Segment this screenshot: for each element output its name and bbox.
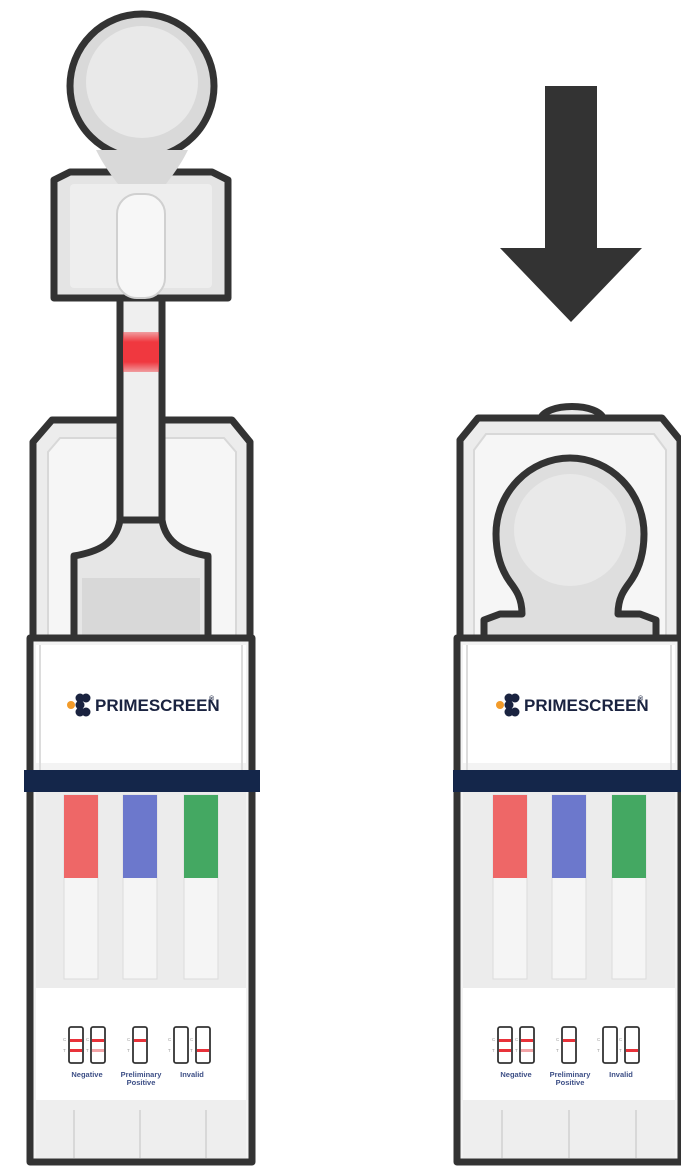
legend-positive: Positive [127, 1078, 156, 1087]
left-cup-device: PRIMESCREEN ® C T C T [24, 10, 260, 1166]
svg-text:T: T [556, 1048, 559, 1053]
legend-invalid: Invalid [180, 1070, 204, 1079]
left-brand-logo: PRIMESCREEN ® [67, 693, 220, 717]
svg-text:C: C [127, 1037, 131, 1042]
right-test-strips [492, 794, 647, 980]
registered-mark: ® [638, 695, 644, 703]
legend-negative: Negative [71, 1070, 102, 1079]
right-cup-device: PRIMESCREEN ® C T C T [453, 403, 681, 1166]
svg-text:C: C [492, 1037, 496, 1042]
legend-positive: Positive [556, 1078, 585, 1087]
sample-indicator [123, 332, 159, 372]
right-label-band [453, 770, 681, 792]
svg-text:C: C [597, 1037, 601, 1042]
left-label-band [24, 770, 260, 792]
brand-name: PRIMESCREEN [95, 696, 220, 715]
svg-text:C: C [86, 1037, 90, 1042]
brand-name: PRIMESCREEN [524, 696, 649, 715]
right-result-legend: C T C T C T C T C T Negative Preliminary… [492, 1026, 640, 1087]
legend-preliminary: Preliminary [550, 1070, 592, 1079]
registered-mark: ® [209, 695, 215, 703]
left-test-strips [63, 794, 219, 980]
svg-text:C: C [515, 1037, 519, 1042]
right-brand-logo: PRIMESCREEN ® [496, 693, 649, 717]
svg-text:C: C [63, 1037, 67, 1042]
legend-invalid: Invalid [609, 1070, 633, 1079]
svg-text:T: T [168, 1048, 171, 1053]
svg-text:C: C [168, 1037, 172, 1042]
primescreen-logo-icon [67, 701, 75, 709]
svg-text:T: T [619, 1048, 622, 1053]
legend-negative: Negative [500, 1070, 531, 1079]
svg-text:C: C [556, 1037, 560, 1042]
svg-text:C: C [619, 1037, 623, 1042]
left-result-legend: C T C T C T C T C T Negative Preliminary… [63, 1026, 211, 1087]
legend-preliminary: Preliminary [121, 1070, 163, 1079]
svg-text:T: T [597, 1048, 600, 1053]
svg-text:T: T [190, 1048, 193, 1053]
svg-text:C: C [190, 1037, 194, 1042]
svg-text:T: T [492, 1048, 495, 1053]
left-sample-collector [50, 10, 232, 644]
svg-text:T: T [86, 1048, 89, 1053]
down-arrow-icon [500, 86, 642, 322]
svg-text:T: T [127, 1048, 130, 1053]
svg-text:T: T [515, 1048, 518, 1053]
svg-text:T: T [63, 1048, 66, 1053]
